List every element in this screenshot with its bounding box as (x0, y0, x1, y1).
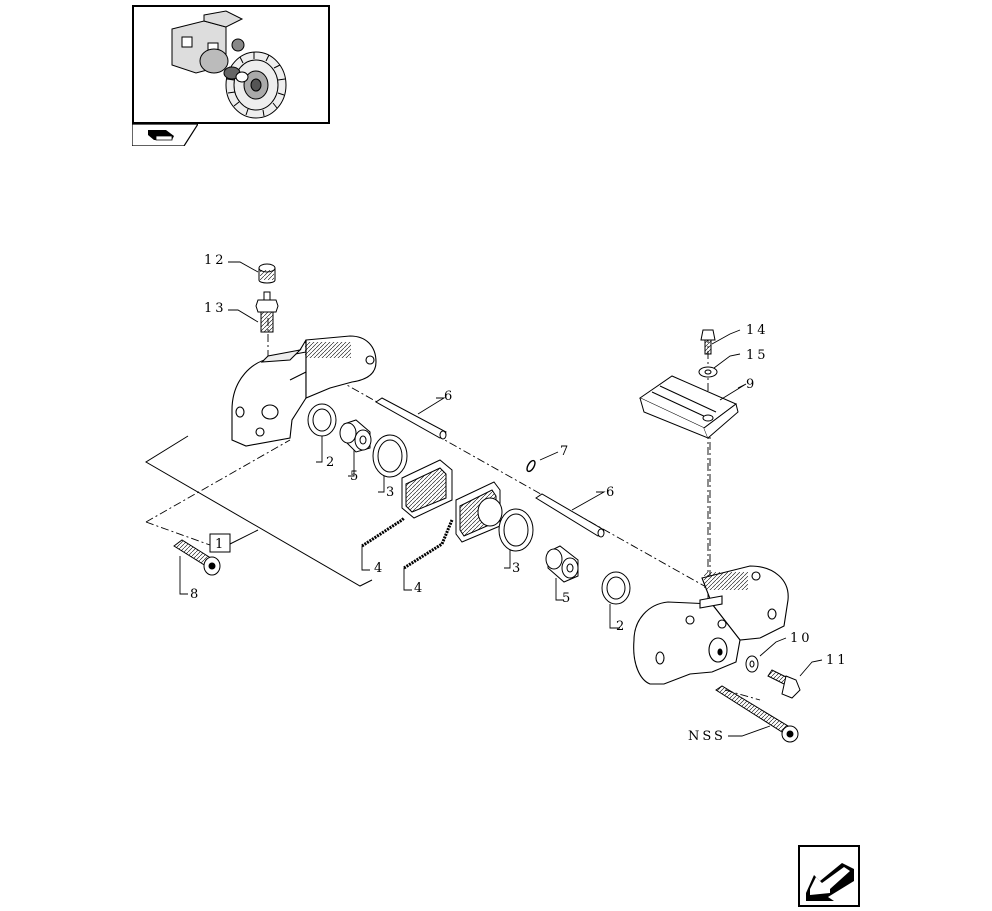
callout-13: 13 (204, 301, 227, 316)
upper-pin-6 (375, 397, 447, 440)
left-seal-3 (372, 434, 408, 478)
callout-8: 8 (190, 587, 201, 602)
callout-4-left: 4 (374, 561, 385, 576)
callout-box-1 (209, 533, 231, 553)
grease-fitting-part (255, 291, 279, 333)
cap-part (258, 263, 276, 284)
callout-1: 1 (215, 537, 226, 552)
callout-14: 14 (746, 323, 769, 338)
right-washer-2 (601, 571, 631, 605)
callout-labels: 1 2 2 3 3 4 4 5 5 6 6 7 8 9 10 11 12 13 … (190, 253, 849, 744)
bolt-14 (700, 329, 716, 355)
callout-11: 11 (826, 653, 849, 668)
callout-6-lower: 6 (606, 485, 617, 500)
section-book-icon (148, 130, 174, 141)
washer-15 (698, 366, 718, 378)
washer-10 (745, 655, 759, 673)
callout-nss: NSS (688, 729, 726, 744)
callout-3-left: 3 (386, 485, 397, 500)
left-bushing-5 (339, 419, 372, 453)
plate-9 (638, 375, 739, 439)
bolt-8 (173, 539, 221, 576)
tractor-axle-thumbnail-icon (171, 10, 287, 119)
assembly-thumbnail[interactable] (132, 5, 330, 124)
left-washer-2 (307, 403, 337, 437)
callout-10: 10 (790, 631, 813, 646)
callout-5-left: 5 (350, 469, 361, 484)
long-bolt-nss (715, 685, 799, 743)
left-wear-pad-4 (361, 459, 453, 548)
callout-5-right: 5 (562, 591, 573, 606)
group-boundary (145, 435, 373, 587)
callout-7: 7 (560, 444, 571, 459)
callout-6-upper: 6 (444, 389, 455, 404)
right-bracket-housing (633, 565, 789, 685)
left-bracket-housing (231, 335, 377, 447)
callout-3-right: 3 (512, 561, 523, 576)
right-bushing-5 (545, 545, 579, 583)
thumbnail-tab[interactable] (132, 124, 198, 146)
callout-12: 12 (204, 253, 227, 268)
callout-9: 9 (746, 377, 757, 392)
callout-2-right: 2 (616, 619, 627, 634)
lower-pin-6 (535, 493, 605, 538)
callout-4-right: 4 (414, 581, 425, 596)
bolt-11 (767, 669, 801, 699)
right-seal-3 (498, 508, 534, 552)
previous-page-button[interactable] (798, 845, 860, 907)
leader-lines (179, 261, 823, 737)
o-ring-7 (526, 459, 536, 473)
callout-15: 15 (746, 348, 769, 363)
callout-2-left: 2 (326, 455, 337, 470)
previous-page-arrow-icon (806, 863, 854, 901)
right-wear-pad-4 (403, 481, 503, 570)
